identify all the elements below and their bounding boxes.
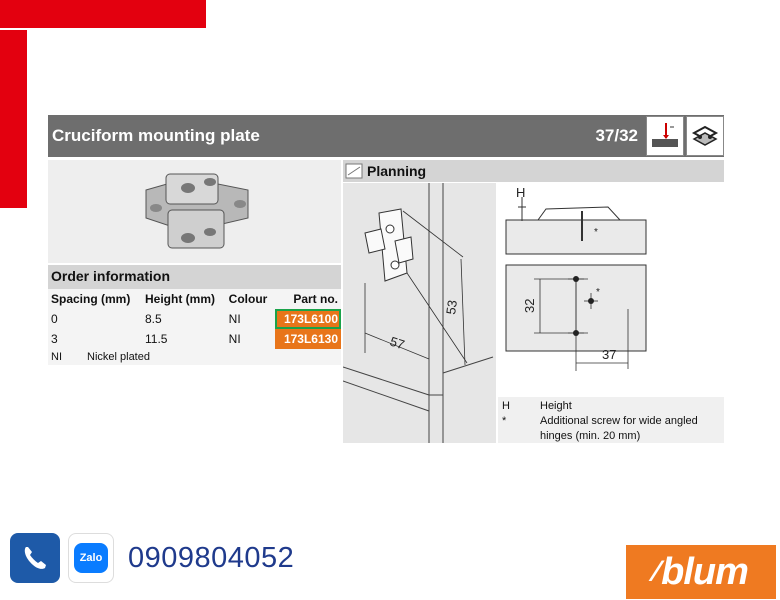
- spacing-value: 0: [51, 312, 58, 326]
- dimension-57: 57: [388, 334, 406, 353]
- column-spacing: Spacing (mm): [51, 292, 131, 306]
- plate-perspective-drawing: 53 57: [342, 183, 496, 443]
- order-information: Order information Spacing (mm) Height (m…: [48, 265, 341, 365]
- colour-value: NI: [228, 332, 241, 346]
- note-row: hinges (min. 20 mm): [540, 430, 641, 442]
- catalog-panel: Cruciform mounting plate 37/32: [48, 115, 724, 443]
- height-value: 8.5: [144, 312, 162, 326]
- zalo-label: Zalo: [74, 543, 108, 573]
- page-reference: 37/32: [595, 126, 638, 145]
- spacing-value: 3: [51, 332, 58, 346]
- table-row: 0 8.5 NI 173L6100: [48, 309, 341, 329]
- colour-legend: NI Nickel plated: [48, 349, 341, 365]
- screw-star-top: *: [594, 227, 598, 238]
- plate-section-drawing: H * * 32 37: [498, 183, 724, 395]
- dimension-32: 32: [522, 299, 537, 313]
- page-title: Cruciform mounting plate: [52, 126, 260, 145]
- mounting-plate-icon: [686, 116, 724, 156]
- blum-mark-icon: ⁄: [654, 555, 660, 588]
- part-number[interactable]: 173L6130: [274, 329, 341, 349]
- title-bar: Cruciform mounting plate 37/32: [48, 115, 724, 157]
- height-label-h: H: [516, 185, 525, 200]
- red-accent-bar-left: [0, 30, 27, 208]
- planning-icon: [345, 163, 363, 179]
- planning-notes: H Height * Additional screw for wide ang…: [498, 397, 724, 443]
- blum-logo: ⁄ blum: [626, 545, 776, 599]
- legend-key: NI: [51, 351, 62, 363]
- legend-text: Nickel plated: [87, 351, 150, 363]
- planning-header: Planning: [343, 160, 724, 182]
- drill-icon: [646, 116, 684, 156]
- product-photo: [48, 160, 341, 263]
- note-row: * Additional screw for wide angled: [502, 415, 698, 427]
- table-row: 3 11.5 NI 173L6130: [48, 329, 341, 349]
- zalo-icon[interactable]: Zalo: [68, 533, 114, 583]
- phone-call-icon[interactable]: [10, 533, 60, 583]
- height-value: 11.5: [144, 332, 168, 346]
- dimension-53: 53: [443, 299, 460, 315]
- column-height: Height (mm): [144, 292, 215, 306]
- note-row: H Height: [502, 400, 572, 412]
- phone-number[interactable]: 0909804052: [128, 541, 295, 574]
- dimension-37: 37: [602, 347, 616, 362]
- order-heading: Order information: [48, 265, 341, 289]
- part-number-highlighted[interactable]: 173L6100: [274, 309, 341, 329]
- red-accent-bar-top: [0, 0, 206, 28]
- column-colour: Colour: [228, 292, 268, 306]
- contact-bar: Zalo 0909804052: [10, 533, 294, 583]
- colour-value: NI: [228, 312, 241, 326]
- column-part-no: Part no.: [293, 292, 338, 306]
- blum-logo-text: blum: [661, 550, 749, 593]
- screw-star-plan: *: [596, 287, 600, 298]
- order-table: Spacing (mm) Height (mm) Colour Part no.…: [48, 289, 341, 349]
- planning-heading: Planning: [367, 163, 427, 179]
